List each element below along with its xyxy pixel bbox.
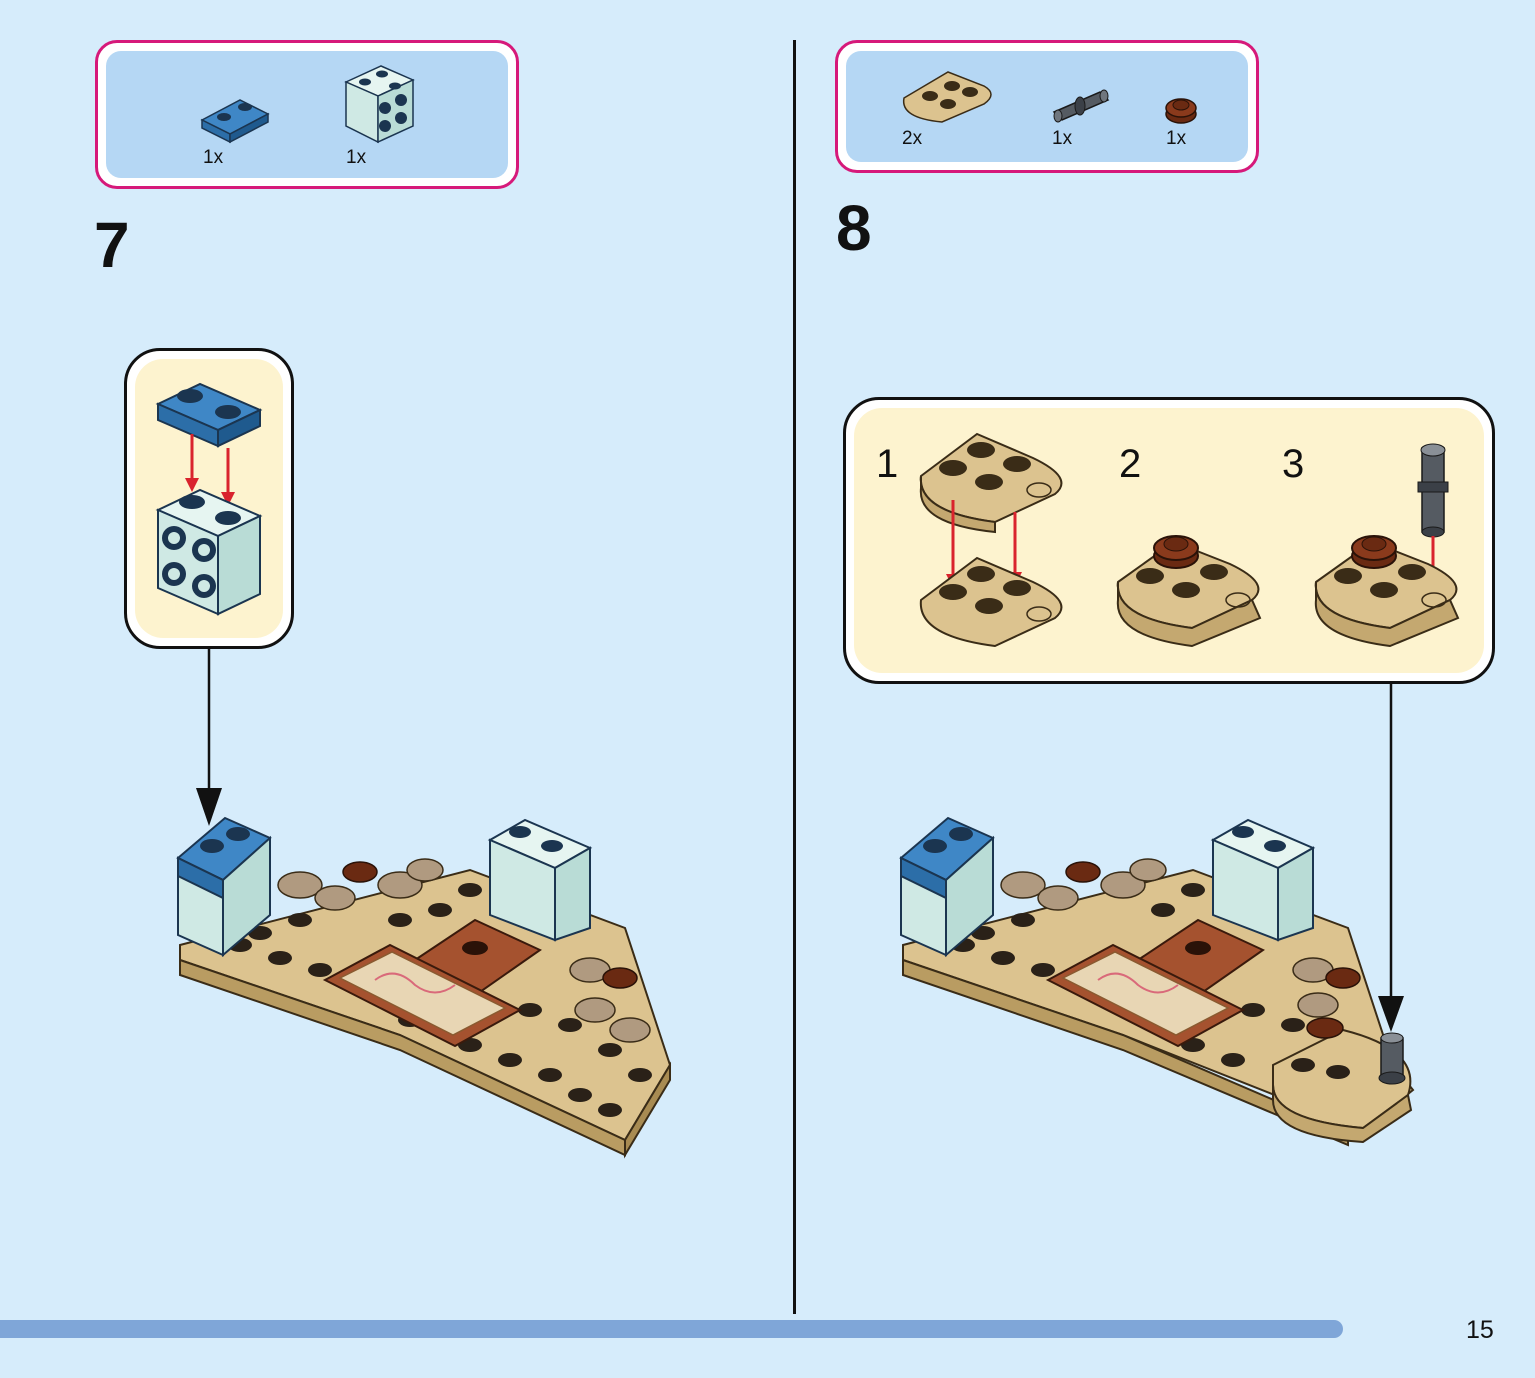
dark-grey-pin-part bbox=[1052, 89, 1110, 123]
page-progress-bar bbox=[0, 1320, 1436, 1338]
aqua-brick-side-studs-part bbox=[344, 65, 415, 144]
page-divider bbox=[793, 40, 796, 1314]
brown-round-plate-part bbox=[1165, 98, 1197, 124]
part-quantity: 1x bbox=[1166, 128, 1187, 149]
page-number: 15 bbox=[1466, 1316, 1494, 1344]
substep-1-illustration bbox=[919, 432, 1063, 648]
callout-pointer-arrow bbox=[1378, 684, 1404, 1032]
tan-round-end-plate-part bbox=[902, 71, 992, 123]
step-number: 7 bbox=[94, 209, 130, 281]
sub-assembly-illustration bbox=[155, 382, 263, 616]
callout-pointer-arrow bbox=[196, 648, 222, 826]
part-quantity: 2x bbox=[902, 128, 923, 149]
step-8-model-illustration bbox=[899, 816, 1415, 1147]
substep-number: 3 bbox=[1282, 442, 1305, 486]
parts-list-background bbox=[106, 51, 508, 178]
step-number: 8 bbox=[836, 192, 872, 264]
substep-3-illustration bbox=[1314, 443, 1460, 648]
substep-number: 2 bbox=[1119, 442, 1142, 486]
page-progress-fill bbox=[0, 1320, 1343, 1338]
part-quantity: 1x bbox=[1052, 128, 1073, 149]
step-7-model-illustration bbox=[176, 816, 672, 1159]
part-quantity: 1x bbox=[203, 147, 224, 168]
step-7-parts-list bbox=[95, 40, 519, 189]
substep-number: 1 bbox=[876, 442, 899, 486]
blue-plate-1x2-part bbox=[200, 99, 270, 144]
part-quantity: 1x bbox=[346, 147, 367, 168]
substep-2-illustration bbox=[1116, 535, 1262, 648]
